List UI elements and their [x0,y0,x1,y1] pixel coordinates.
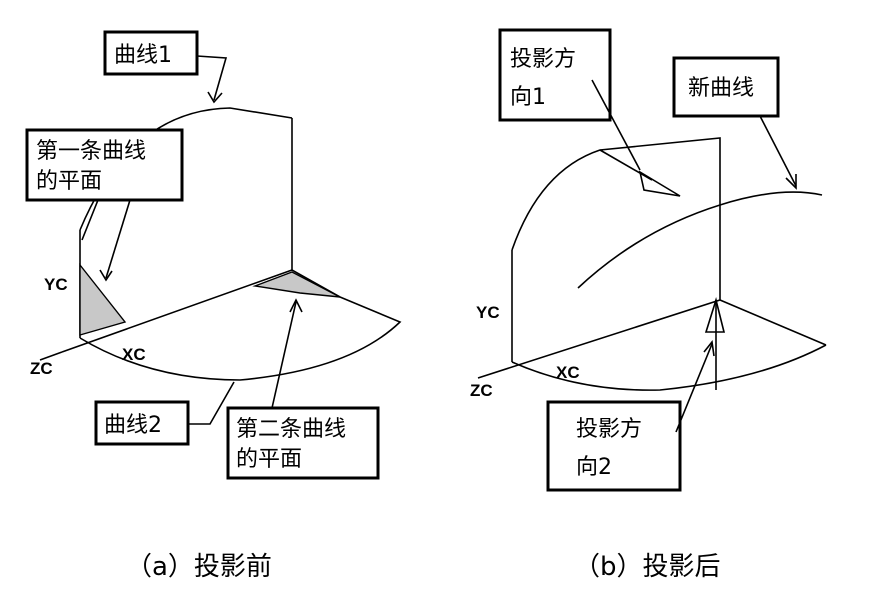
callout-dir1-line1: 投影方 [510,47,576,72]
callout-newcurve-text: 新曲线 [688,76,754,101]
callout-curve2-leader [188,381,235,425]
callout-dir2-line1: 投影方 [576,417,642,442]
callout-curve1-text: 曲线1 [114,43,172,68]
curve2-arc-b [511,344,827,391]
callout-plane1-box [25,128,184,202]
callout-plane1-line1: 第一条曲线 [36,139,146,164]
callout-newcurve-leader [759,115,797,187]
projection-dir1-shaft [599,149,653,181]
callout-curve2-box [94,400,190,446]
axis-yc-label-a: YC [44,275,68,294]
caption-a: （a）投影前 [126,552,272,582]
callout-dir1-line2: 向1 [510,85,546,110]
panel-a: 曲线1 第一条曲线 的平面 曲线2 第二条曲线 的平面 YC ZC XC （a）… [25,30,402,582]
callout-newcurve-arrowhead [785,174,797,190]
axis-zc-label-a: ZC [30,359,53,378]
panel-b: 投影方 向1 新曲线 投影方 向2 YC ZC XC （b）投影后 [470,28,827,582]
callout-curve1-box [103,30,199,76]
callout-plane1-leader-a [81,199,99,241]
callout-curve2-text: 曲线2 [104,413,162,438]
callout-plane1-arrowhead [99,269,113,282]
curve1-arc-b [511,137,721,300]
axis-xc-label-a: XC [122,345,146,364]
projection-dir1-head [638,170,681,197]
xc-axis-line-b [477,299,827,379]
callout-dir2-box [546,400,682,492]
plane1-shade [79,262,127,336]
callout-plane2-line1: 第二条曲线 [236,417,346,442]
projection-dir2-head [704,297,726,333]
callout-dir2-leader [675,343,713,433]
zc-axis-line [39,351,63,361]
callout-curve1-arrowhead [207,91,223,104]
axis-zc-label-b: ZC [470,381,493,400]
callout-newcurve-box [672,56,780,118]
callout-plane2-box [226,406,380,480]
new-curve [577,191,823,289]
axis-xc-label-b: XC [556,363,580,382]
callout-dir1-box [498,28,612,122]
axis-yc-label-b: YC [476,303,500,322]
callout-dir1-leader [591,79,641,171]
callout-plane2-leader [271,301,297,409]
callout-curve1-leader [196,55,228,101]
callout-dir2-arrowhead [703,340,715,357]
callout-plane2-arrowhead [289,298,303,313]
callout-plane1-line2: 的平面 [36,169,102,194]
callout-dir2-line2: 向2 [576,455,612,480]
callout-plane1-leader-b [105,199,131,279]
caption-b: （b）投影后 [574,552,721,582]
callout-plane2-line2: 的平面 [236,447,302,472]
plane2-shade [252,271,341,298]
curve2-arc [79,296,402,381]
